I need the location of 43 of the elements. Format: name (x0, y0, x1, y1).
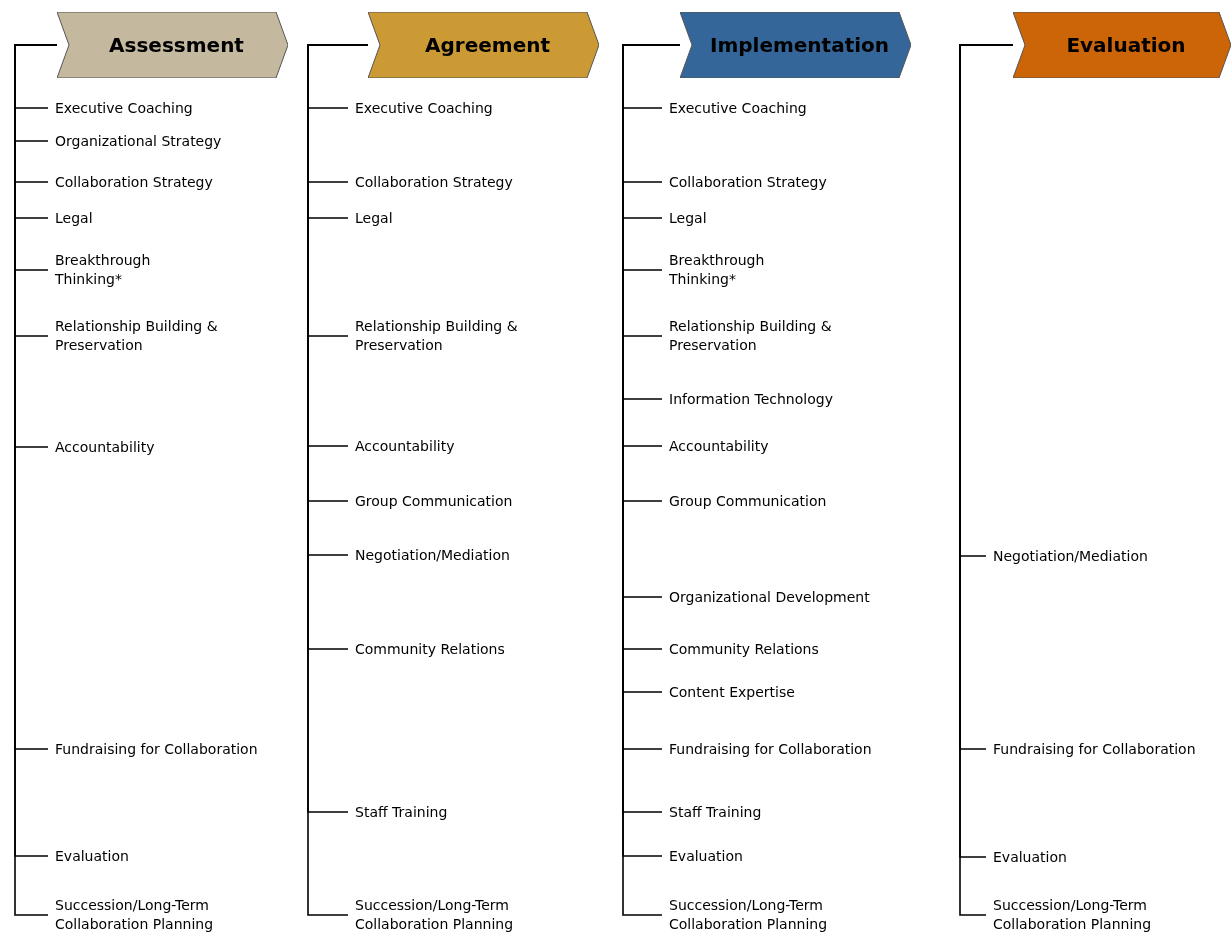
service-label: Executive Coaching (355, 98, 595, 118)
service-label: Breakthrough Thinking* (55, 251, 185, 289)
service-label: Accountability (669, 436, 919, 456)
service-label: Fundraising for Collaboration (55, 739, 295, 759)
service-label: Breakthrough Thinking* (669, 251, 799, 289)
service-label: Succession/Long-Term Collaboration Planning (993, 896, 1203, 934)
service-label: Relationship Building & Preservation (669, 317, 859, 355)
service-label: Evaluation (669, 846, 919, 866)
service-label: Accountability (55, 437, 295, 457)
service-label: Relationship Building & Preservation (355, 317, 545, 355)
service-label: Staff Training (669, 802, 919, 822)
service-label: Relationship Building & Preservation (55, 317, 245, 355)
service-label: Community Relations (669, 639, 919, 659)
service-label: Executive Coaching (669, 98, 919, 118)
service-label: Succession/Long-Term Collaboration Planning (55, 896, 255, 934)
service-label: Organizational Development (669, 587, 919, 607)
phase-title: Evaluation (1065, 33, 1186, 57)
service-label: Succession/Long-Term Collaboration Planning (355, 896, 555, 934)
service-label: Legal (355, 208, 595, 228)
service-label: Staff Training (355, 802, 595, 822)
service-label: Fundraising for Collaboration (993, 739, 1230, 759)
service-label: Fundraising for Collaboration (669, 739, 919, 759)
service-label: Group Communication (355, 491, 595, 511)
service-label: Collaboration Strategy (355, 172, 595, 192)
service-label: Negotiation/Mediation (355, 545, 595, 565)
service-label: Information Technology (669, 389, 919, 409)
phase-title: Implementation (708, 33, 890, 57)
service-label: Evaluation (993, 847, 1230, 867)
service-label: Negotiation/Mediation (993, 546, 1230, 566)
service-label: Organizational Strategy (55, 131, 295, 151)
service-label: Accountability (355, 436, 595, 456)
service-label: Collaboration Strategy (55, 172, 295, 192)
service-label: Group Communication (669, 491, 919, 511)
service-label: Succession/Long-Term Collaboration Planning (669, 896, 869, 934)
service-label: Collaboration Strategy (669, 172, 919, 192)
phase-title: Assessment (108, 33, 244, 57)
service-label: Community Relations (355, 639, 595, 659)
service-label: Evaluation (55, 846, 295, 866)
phase-title: Agreement (424, 33, 550, 57)
service-label: Content Expertise (669, 682, 919, 702)
service-label: Legal (669, 208, 919, 228)
service-label: Legal (55, 208, 295, 228)
service-label: Executive Coaching (55, 98, 295, 118)
